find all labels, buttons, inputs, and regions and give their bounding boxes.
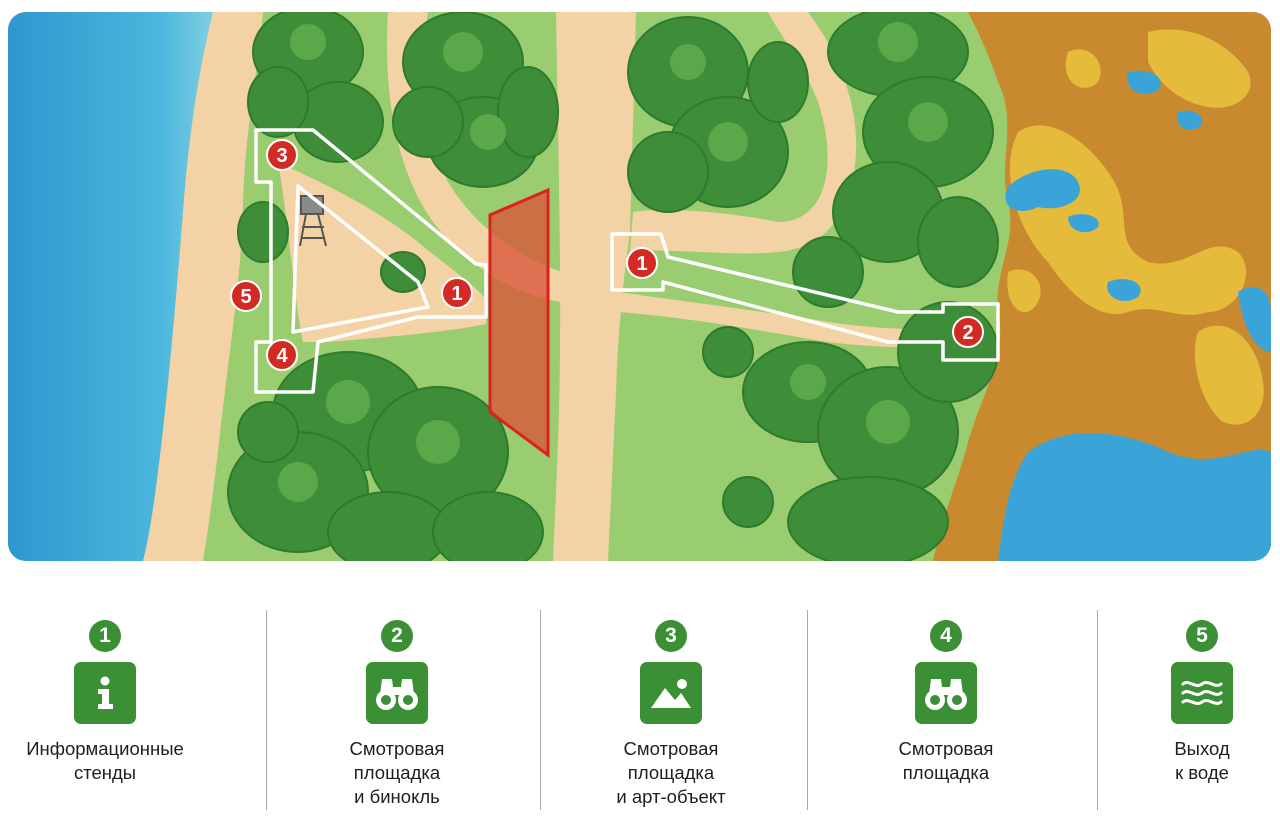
picture-icon xyxy=(640,662,702,724)
legend-number: 3 xyxy=(655,620,687,652)
legend-item-viewpoint: 4 Смотровая площадка xyxy=(826,620,1066,785)
info-icon xyxy=(74,662,136,724)
east-path xyxy=(618,292,948,348)
legend-label: Смотровая площадка и бинокль xyxy=(349,738,445,807)
beach xyxy=(143,12,263,561)
legend-number: 5 xyxy=(1186,620,1218,652)
legend-label: Смотровая площадка и арт-объект xyxy=(616,738,726,807)
legend-number: 4 xyxy=(930,620,962,652)
marsh-yellow-patches xyxy=(1007,29,1264,425)
binoculars-icon xyxy=(915,662,977,724)
legend-label: Информационные стенды xyxy=(26,738,184,783)
marker-number: 4 xyxy=(276,345,288,367)
legend-item-viewpoint-art: 3 Смотровая площадка и арт-объект xyxy=(551,620,791,809)
binoculars-icon xyxy=(366,662,428,724)
legend-item-water-access: 5 Выход к воде xyxy=(1082,620,1280,785)
legend-item-viewpoint-binoculars: 2 Смотровая площадка и бинокль xyxy=(277,620,517,809)
map-marker[interactable]: 5 xyxy=(230,280,262,312)
marker-number: 3 xyxy=(276,145,287,167)
map-marker[interactable]: 3 xyxy=(266,139,298,171)
legend-divider xyxy=(266,610,267,810)
right-path xyxy=(630,12,857,254)
marker-number: 1 xyxy=(451,283,462,305)
sea xyxy=(8,12,213,561)
legend-number: 2 xyxy=(381,620,413,652)
forest-highlights xyxy=(278,22,948,502)
map-marker[interactable]: 4 xyxy=(266,339,298,371)
legend-label: Смотровая площадка xyxy=(898,738,994,783)
legend-divider xyxy=(1097,610,1098,810)
legend-divider xyxy=(807,610,808,810)
main-road xyxy=(553,12,636,561)
marsh-water xyxy=(998,70,1271,561)
legend-item-info-stands: 1 Информационные стенды xyxy=(0,620,225,785)
legend-label: Выход к воде xyxy=(1174,738,1230,783)
marker-number: 1 xyxy=(636,253,647,275)
route-outlines xyxy=(254,128,1000,394)
map-marker[interactable]: 1 xyxy=(441,277,473,309)
waves-icon xyxy=(1171,662,1233,724)
marker-number: 2 xyxy=(962,322,973,344)
map[interactable]: 1 2 3 4 5 1 xyxy=(8,12,1271,561)
map-marker[interactable]: 1 xyxy=(626,247,658,279)
marker-number: 5 xyxy=(240,286,251,308)
map-marker[interactable]: 2 xyxy=(952,316,984,348)
map-canvas: 1 2 3 4 5 1 xyxy=(8,12,1271,561)
legend: 1 Информационные стенды 2 Смотровая площ… xyxy=(0,600,1280,830)
legend-divider xyxy=(540,610,541,810)
legend-number: 1 xyxy=(89,620,121,652)
restricted-zone[interactable] xyxy=(488,187,550,458)
